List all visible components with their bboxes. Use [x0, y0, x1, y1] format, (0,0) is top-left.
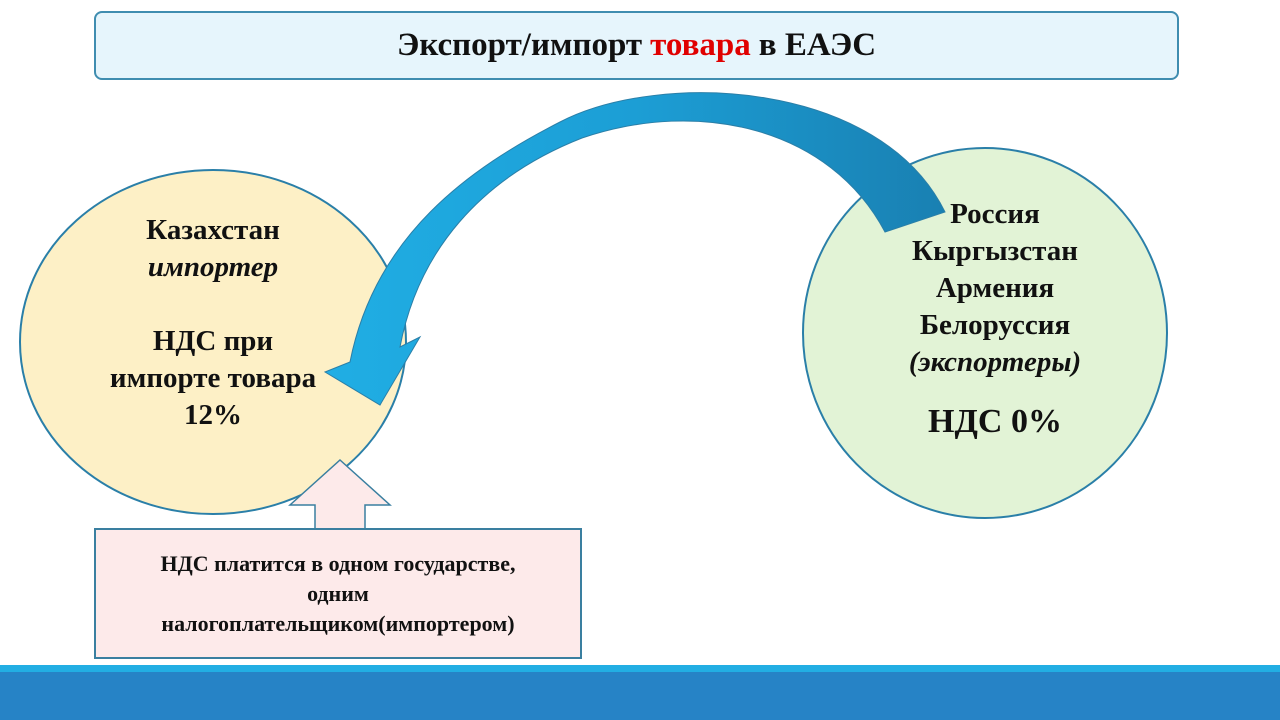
- title-part1: Экспорт/импорт: [396, 27, 643, 63]
- slide-title: Экспорт/импорт товара в ЕАЭС: [94, 11, 1179, 80]
- note-box: НДС платится в одном государстве, одним …: [94, 528, 582, 659]
- note-line1: НДС платится в одном государстве,: [160, 550, 516, 576]
- footer-accent-band: [0, 665, 1280, 673]
- importer-circle: [19, 169, 407, 515]
- importer-vat-rate: 12%: [184, 399, 242, 431]
- footer-band: [0, 672, 1280, 720]
- exporters-role: (экспортеры): [908, 346, 1082, 378]
- exporters-circle: [802, 147, 1168, 519]
- exporter-country: Белоруссия: [919, 309, 1071, 341]
- exporters-text: Россия Кыргызстан Армения Белоруссия (эк…: [845, 196, 1145, 440]
- importer-text: Казахстан импортер НДС при импорте товар…: [60, 212, 366, 434]
- importer-country: Казахстан: [146, 214, 280, 246]
- importer-vat-line1: НДС при: [152, 325, 274, 357]
- exporter-country: Армения: [935, 272, 1055, 304]
- curved-arrow-icon: [323, 92, 946, 406]
- exporter-country: Кыргызстан: [912, 235, 1078, 267]
- exporters-vat: НДС 0%: [928, 403, 1062, 440]
- title-highlight: товара: [650, 27, 751, 63]
- importer-vat-line2: импорте товара: [109, 362, 317, 394]
- note-line3: налогоплательщиком(импортером): [161, 610, 515, 636]
- title-part2: в ЕАЭС: [758, 27, 877, 63]
- exporter-country: Россия: [950, 198, 1040, 230]
- note-line2: одним: [307, 580, 369, 606]
- importer-role: импортер: [147, 251, 279, 283]
